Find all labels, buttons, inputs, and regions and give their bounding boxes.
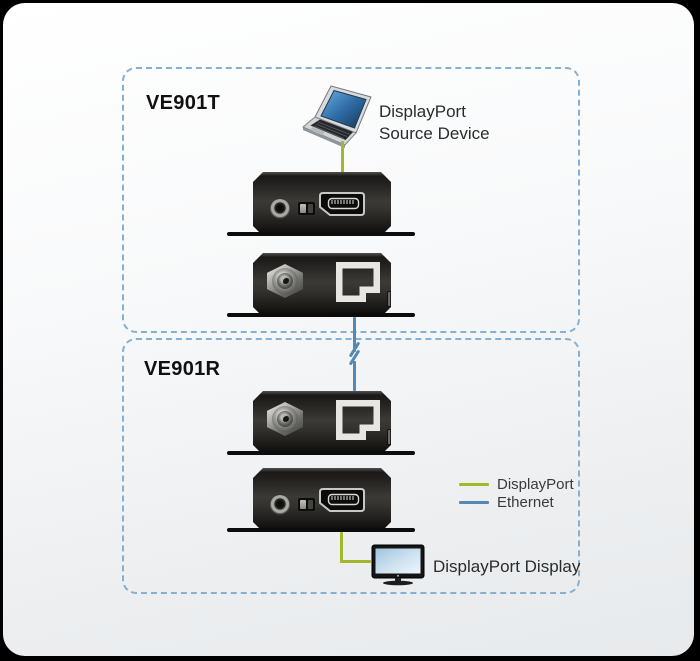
power-jack-icon (270, 495, 290, 515)
source-device-label-line1: DisplayPort (379, 102, 466, 121)
group-box-ve901t (122, 67, 580, 333)
extender-tx-rear-view (227, 253, 415, 317)
legend-label-ethernet: Ethernet (497, 493, 554, 511)
ground-knob-icon (387, 429, 398, 445)
dp-cable-source-to-tx (341, 141, 344, 173)
laptop-icon (301, 85, 379, 154)
mounting-bracket (227, 313, 415, 317)
monitor-icon (371, 544, 425, 591)
device-body (253, 391, 391, 451)
displayport-port-icon (319, 192, 365, 221)
mounting-bracket (227, 528, 415, 532)
mode-switch-icon (298, 202, 315, 215)
group-label-ve901r: VE901R (144, 358, 221, 380)
mounting-bracket (227, 451, 415, 455)
power-jack-icon (270, 199, 290, 219)
ethernet-cable-lower (353, 361, 356, 391)
extender-rx-rear-view (227, 391, 415, 455)
source-device-label-line2: Source Device (379, 124, 490, 143)
legend-swatch-ethernet (459, 500, 489, 504)
power-connector-icon (267, 264, 303, 298)
device-body (253, 468, 391, 528)
rj45-port-icon (336, 262, 380, 307)
power-connector-icon (267, 402, 303, 436)
group-label-ve901t: VE901T (146, 92, 221, 114)
dp-cable-rx-to-display-vertical (340, 532, 343, 563)
legend-item-ethernet: Ethernet (459, 493, 574, 511)
device-body (253, 253, 391, 313)
legend-label-displayport: DisplayPort (497, 475, 574, 493)
legend-swatch-displayport (459, 482, 489, 486)
dp-cable-rx-to-display-horizontal (340, 560, 371, 563)
extender-tx-front-view (227, 172, 415, 236)
mounting-bracket (227, 232, 415, 236)
ground-knob-icon (387, 291, 398, 307)
legend: DisplayPort Ethernet (459, 475, 574, 511)
diagram-panel: VE901T VE901R (3, 3, 694, 656)
rj45-port-icon (336, 400, 380, 445)
source-device-label: DisplayPort Source Device (379, 101, 490, 145)
device-body (253, 172, 391, 232)
display-device-label: DisplayPort Display (433, 557, 581, 576)
ethernet-cable-upper (353, 317, 356, 352)
legend-item-displayport: DisplayPort (459, 475, 574, 493)
mode-switch-icon (298, 498, 315, 511)
extender-rx-front-view (227, 468, 415, 532)
displayport-port-icon (319, 488, 365, 517)
group-box-ve901r (122, 338, 580, 594)
